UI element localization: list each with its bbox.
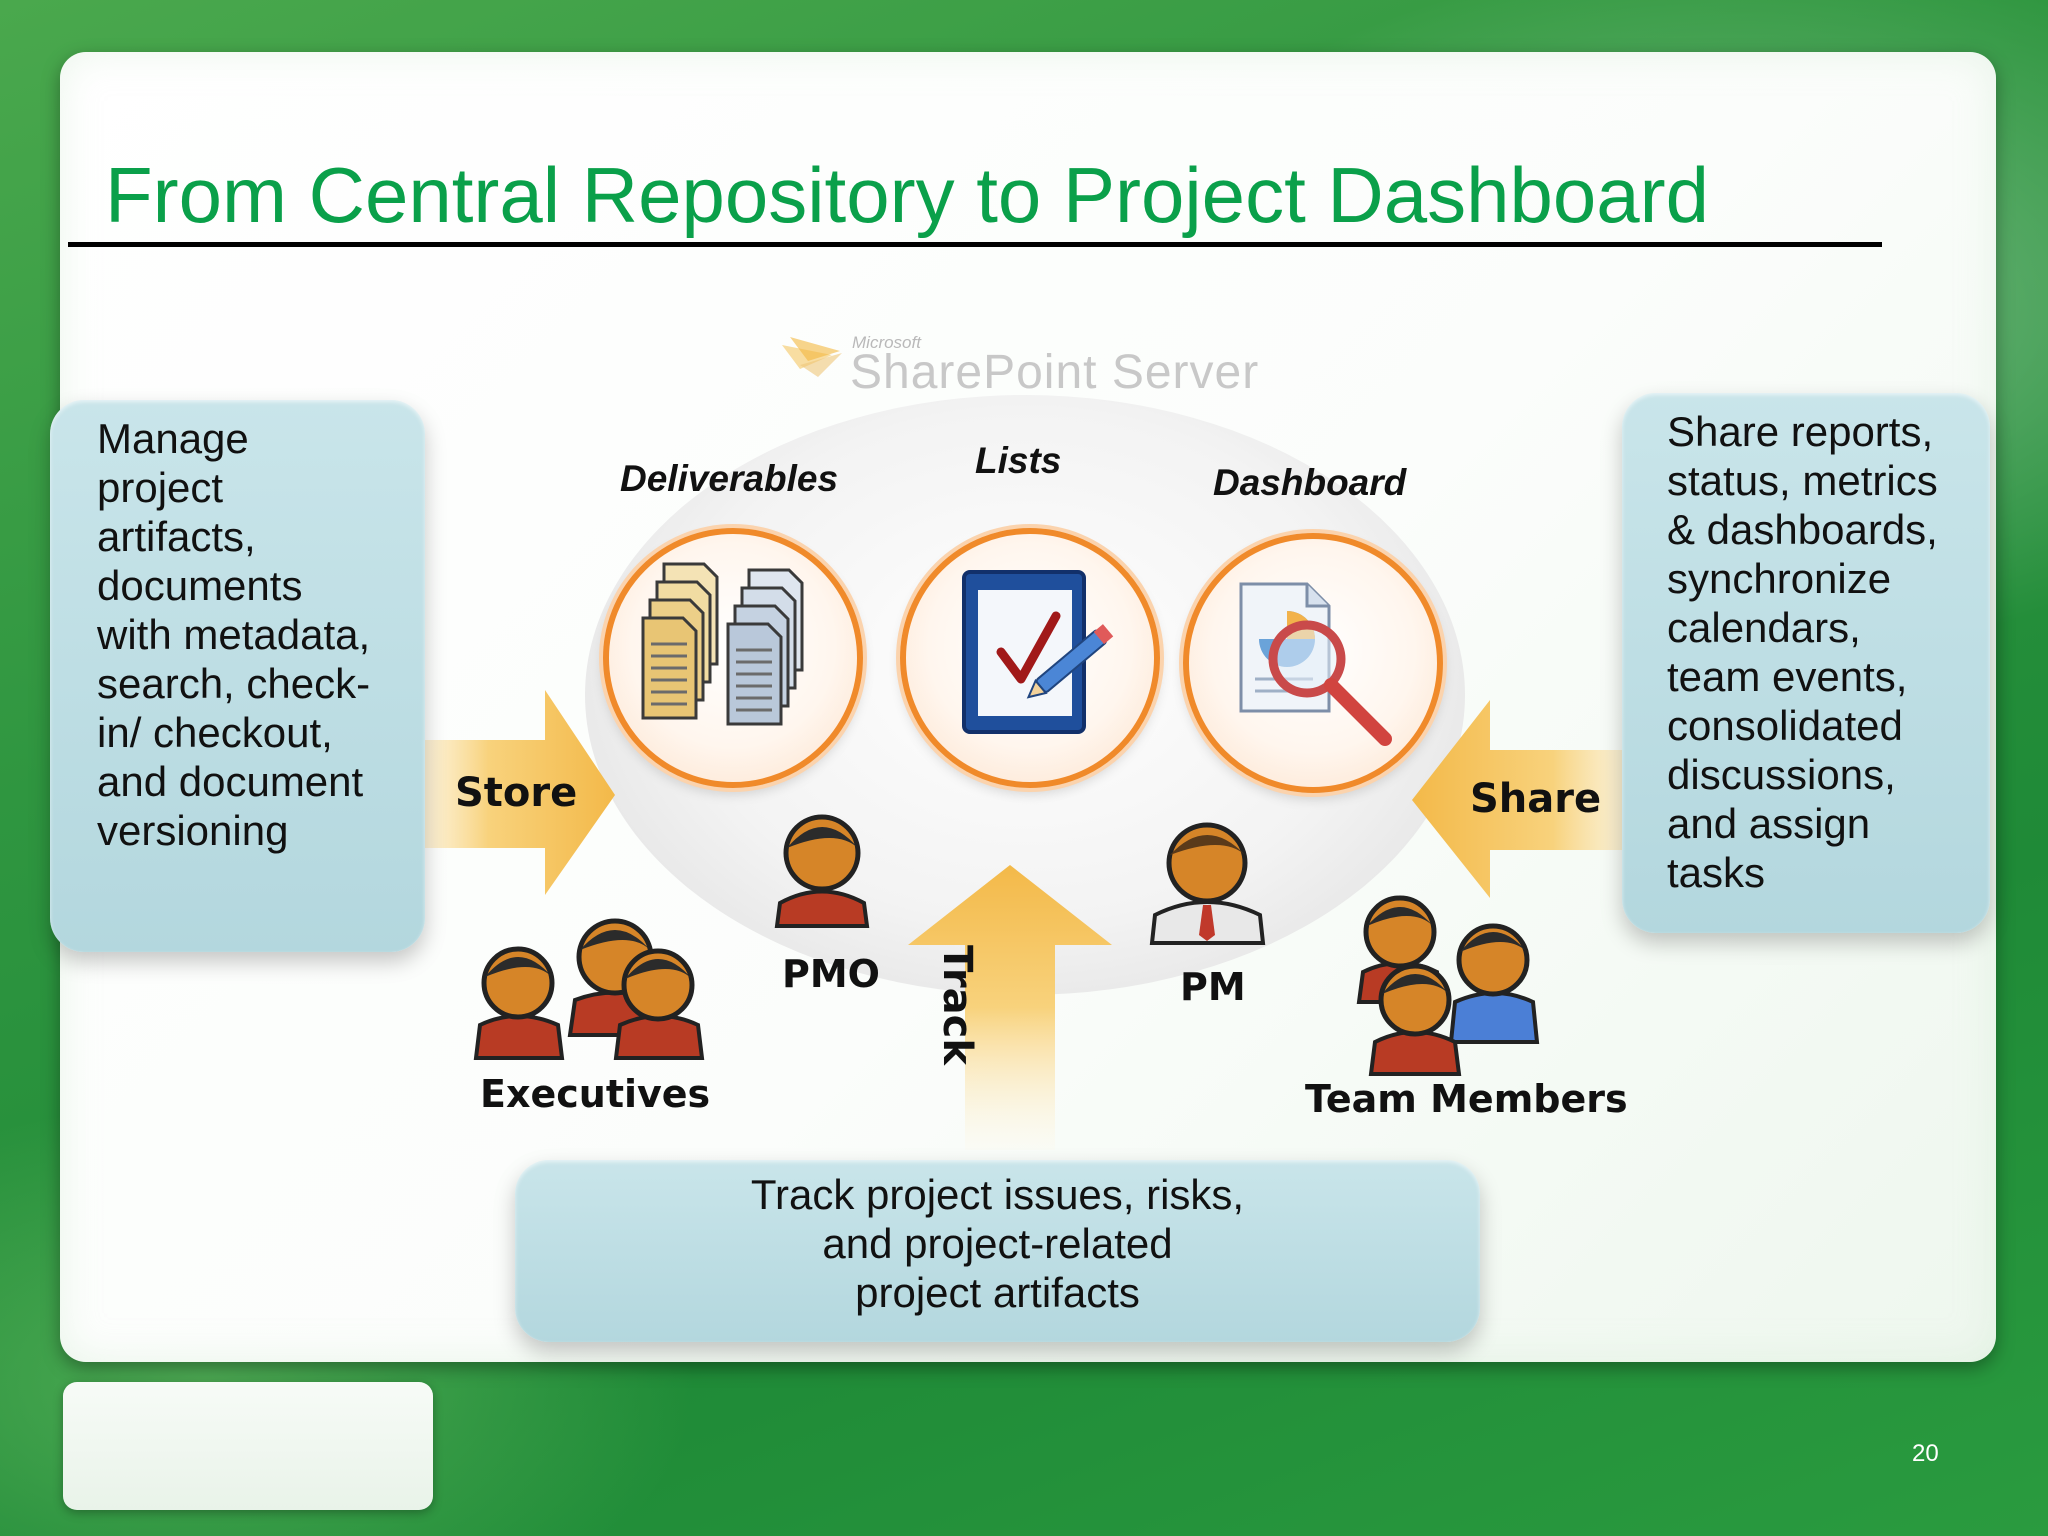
- share-description-line: calendars,: [1667, 604, 1861, 651]
- logo-microsoft-text: Microsoft: [852, 333, 921, 352]
- title-underline: [68, 242, 1882, 247]
- sharepoint-logo-icon: [782, 337, 842, 377]
- footer-box: [63, 1382, 433, 1510]
- store-description-line: project: [97, 464, 224, 511]
- store-description-line: artifacts,: [97, 513, 256, 560]
- executives-person-icon: [473, 918, 705, 1060]
- share-description-line: and assign: [1667, 800, 1871, 847]
- executives-label: Executives: [480, 1072, 711, 1116]
- share-description-line: & dashboards,: [1667, 506, 1938, 553]
- store-description-line: and document: [97, 758, 364, 805]
- store-description-box: Manage project artifacts, documents with…: [50, 400, 425, 952]
- share-description-line: synchronize: [1667, 555, 1892, 602]
- lists-circle: [900, 528, 1160, 788]
- track-description-line: Track project issues, risks,: [750, 1171, 1245, 1218]
- report-magnifier-icon: [1239, 582, 1392, 746]
- store-description-line: in/ checkout,: [97, 709, 333, 756]
- page-number: 20: [1912, 1440, 1939, 1467]
- store-arrow-label: Store: [455, 770, 578, 816]
- track-description-line: and project-related: [822, 1220, 1173, 1267]
- share-arrow-label: Share: [1470, 776, 1602, 822]
- store-description-line: documents: [97, 562, 303, 609]
- pm-label: PM: [1180, 965, 1246, 1009]
- track-description-line: project artifacts: [855, 1269, 1140, 1316]
- share-description-line: status, metrics: [1667, 457, 1938, 504]
- team-members-person-icon: [1356, 895, 1540, 1076]
- share-description-line: consolidated: [1667, 702, 1903, 749]
- logo-product-text: SharePoint Server: [850, 346, 1260, 399]
- store-description-line: Manage: [97, 415, 249, 462]
- dashboard-circle: [1183, 533, 1443, 793]
- deliverables-label: Deliverables: [620, 458, 839, 499]
- deliverables-circle: [603, 528, 863, 788]
- share-description-box: Share reports, status, metrics & dashboa…: [1622, 393, 1990, 933]
- team-members-label: Team Members: [1305, 1077, 1628, 1121]
- pmo-person-icon: [774, 814, 870, 928]
- track-description-box: Track project issues, risks, and project…: [515, 1160, 1480, 1342]
- track-arrow-label: Track: [934, 945, 980, 1065]
- pmo-label: PMO: [782, 952, 880, 996]
- share-description-line: team events,: [1667, 653, 1908, 700]
- documents-stack-icon: [641, 562, 804, 726]
- store-description-line: search, check-: [97, 660, 371, 707]
- pm-person-icon: [1149, 822, 1266, 945]
- slide-title: From Central Repository to Project Dashb…: [105, 151, 1709, 239]
- dashboard-label: Dashboard: [1213, 462, 1407, 503]
- share-description-line: Share reports,: [1667, 408, 1934, 455]
- share-description-line: tasks: [1667, 849, 1766, 896]
- store-description-line: versioning: [97, 807, 289, 854]
- checklist-pen-icon: [962, 570, 1114, 734]
- store-description-line: with metadata,: [97, 611, 371, 658]
- share-description-line: discussions,: [1667, 751, 1896, 798]
- lists-label: Lists: [975, 440, 1062, 481]
